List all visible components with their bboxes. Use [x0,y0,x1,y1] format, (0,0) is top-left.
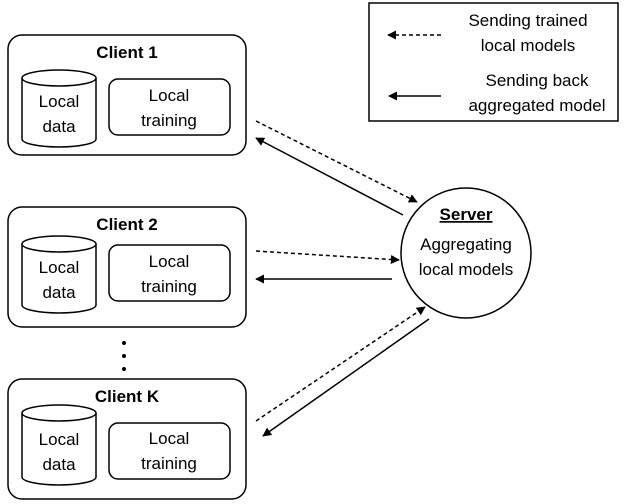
client-title: Client 1 [96,43,157,62]
local-training-label-2: training [141,111,197,130]
ellipsis [122,341,126,371]
legend: Sending trained local models Sending bac… [368,2,619,122]
local-training-label-1: Local [149,252,190,271]
local-data-label-2: data [42,117,76,136]
client-title: Client K [95,387,160,406]
client2-to-server-arrow [255,250,400,264]
local-training-label-2: training [141,454,197,473]
local-training-label-1: Local [149,429,190,448]
client1-to-server-arrow [255,120,418,203]
server-circle [400,187,532,319]
client-1: Client 1 Local data Local training [7,34,247,156]
client-k: Client K Local data Local training [7,378,247,500]
local-data-label-1: Local [39,258,80,277]
local-data-label-1: Local [39,92,80,111]
server-label-1: Aggregating [420,235,512,254]
local-training-box [108,422,231,480]
local-data-cylinder [21,235,97,314]
legend-box [368,2,619,122]
local-data-cylinder [21,404,97,486]
local-training-label-1: Local [149,86,190,105]
local-data-label-2: data [42,283,76,302]
server: Server Aggregating local models [400,187,532,319]
legend-aggregated-label-2: aggregated model [468,96,605,115]
local-training-label-2: training [141,277,197,296]
client-2: Client 2 Local data Local training [7,206,247,328]
server-to-clientk-arrow [262,318,430,437]
client-title: Client 2 [96,215,157,234]
server-to-client1-arrow [255,137,404,216]
legend-trained-label-1: Sending trained [468,11,587,30]
server-title: Server [440,205,493,224]
local-training-box [108,78,231,136]
legend-aggregated-label-1: Sending back [485,71,589,90]
clientk-to-server-arrow [255,306,426,422]
local-training-box [108,244,231,302]
local-data-label-2: data [42,455,76,474]
server-label-2: local models [419,260,514,279]
local-data-label-1: Local [39,430,80,449]
legend-trained-label-2: local models [481,36,576,55]
local-data-cylinder [21,69,97,148]
